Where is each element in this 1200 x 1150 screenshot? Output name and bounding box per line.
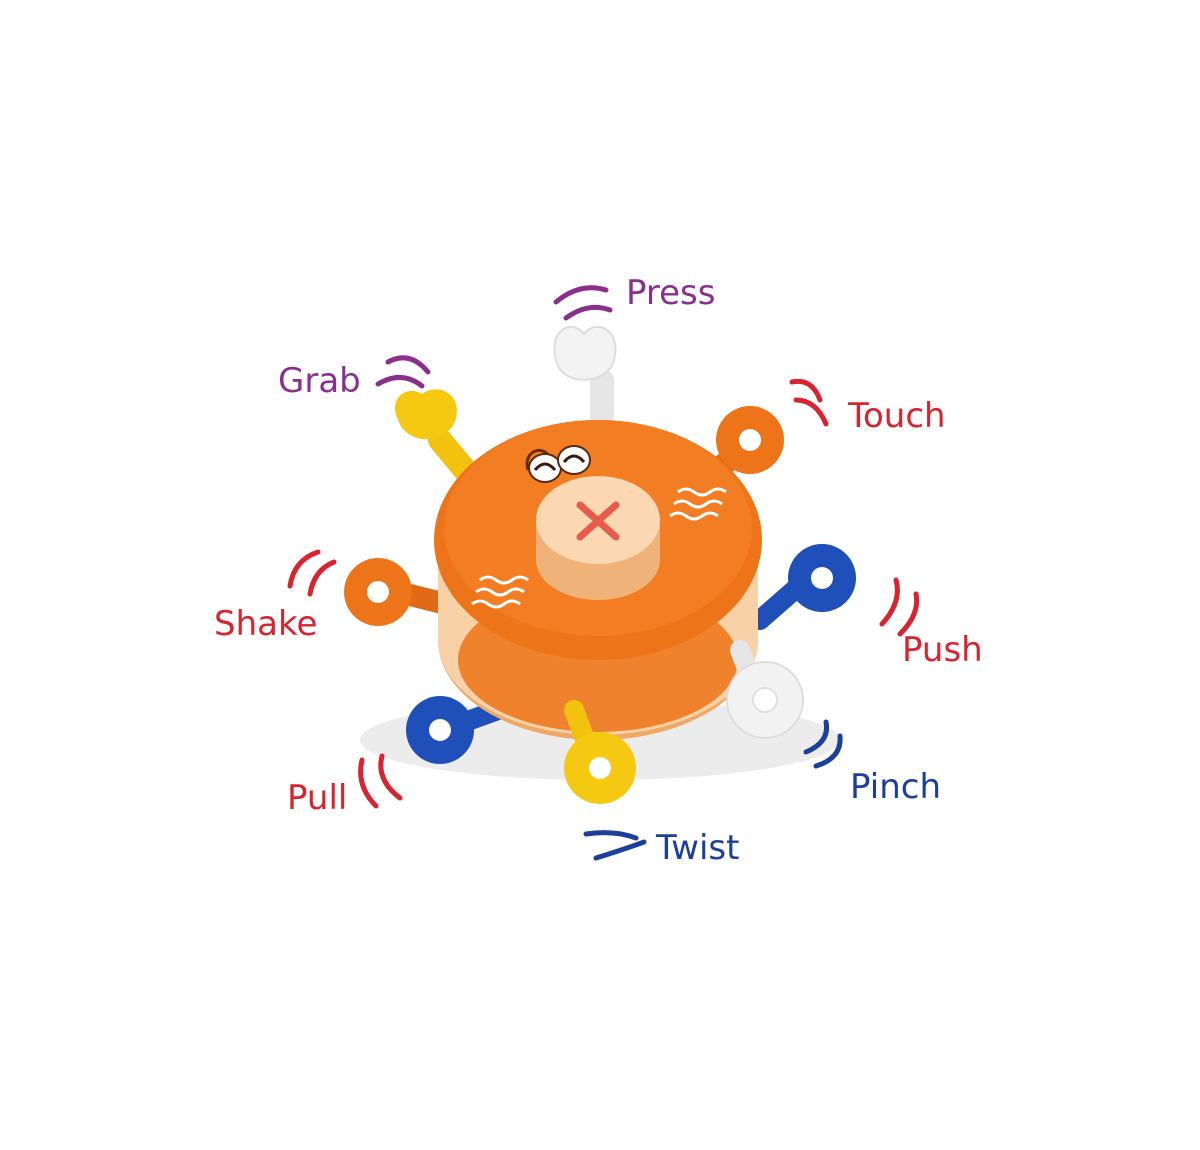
label-twist: Twist (656, 828, 740, 868)
motion-marks-shake (287, 549, 337, 597)
motion-marks-pinch (803, 719, 843, 769)
wave-decor-left (471, 575, 529, 609)
center-button (536, 476, 660, 600)
arm-touch-orange (704, 406, 784, 481)
cross-icon (576, 501, 620, 541)
label-touch: Touch (848, 396, 946, 436)
arm-pinch-white (726, 640, 804, 739)
label-press: Press (626, 273, 716, 313)
toy-body (434, 420, 762, 740)
label-push: Push (902, 630, 983, 670)
arm-push-blue (750, 544, 856, 630)
motion-marks-push (879, 577, 920, 637)
motion-marks-touch (789, 378, 829, 427)
motion-marks-pull (358, 753, 403, 809)
label-grab: Grab (278, 361, 361, 401)
motion-marks-press (553, 285, 613, 321)
motion-marks-twist (583, 830, 647, 861)
label-shake: Shake (214, 604, 318, 644)
label-pinch: Pinch (850, 767, 941, 807)
arm-twist-yellow (564, 700, 636, 804)
wave-decor-right (669, 487, 727, 521)
motion-marks-grab (375, 355, 431, 389)
toy-eyes (525, 445, 591, 483)
label-pull: Pull (287, 778, 348, 818)
